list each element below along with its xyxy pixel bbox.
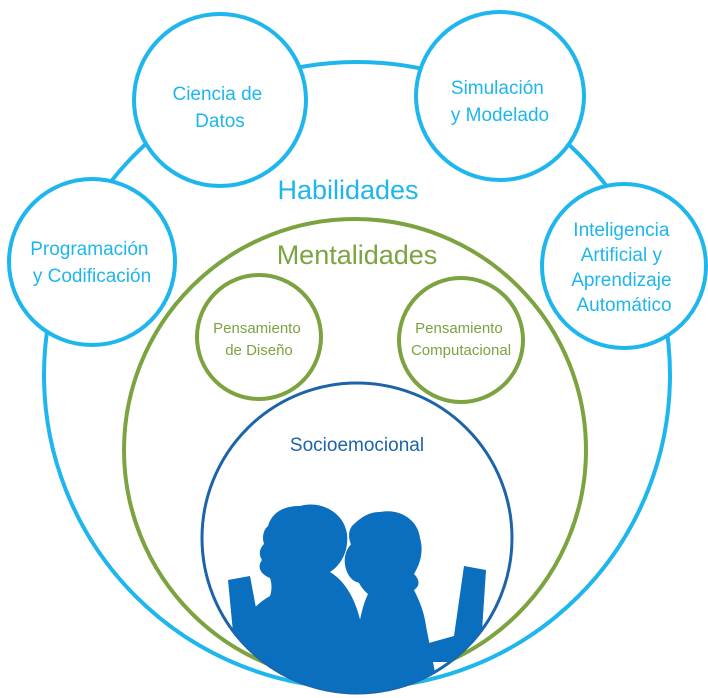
skill-label-ciencia-datos: Ciencia de Datos [172,84,267,132]
students-silhouette [225,504,486,693]
habilidades-title: Habilidades [277,175,418,205]
mindset-circle-diseno [195,273,323,401]
skill-label-inteligencia-artificial: Inteligencia Artificial y Aprendizaje Au… [571,220,677,316]
skill-label-simulacion: Simulación y Modelado [451,78,549,126]
mindset-label-computacional: Pensamiento Computacional [411,320,511,359]
skill-circle-ciencia-datos [132,12,308,188]
mentalidades-title: Mentalidades [277,240,438,270]
skill-label-programacion: Programación y Codificación [30,239,154,287]
mindset-circle-computacional [397,276,525,404]
skill-circle-inteligencia-artificial [540,182,708,350]
skill-circle-programacion [7,177,177,347]
socioemocional-title: Socioemocional [290,435,424,456]
mindset-label-diseno: Pensamiento de Diseño [213,320,305,359]
skill-circle-simulacion [414,10,586,182]
